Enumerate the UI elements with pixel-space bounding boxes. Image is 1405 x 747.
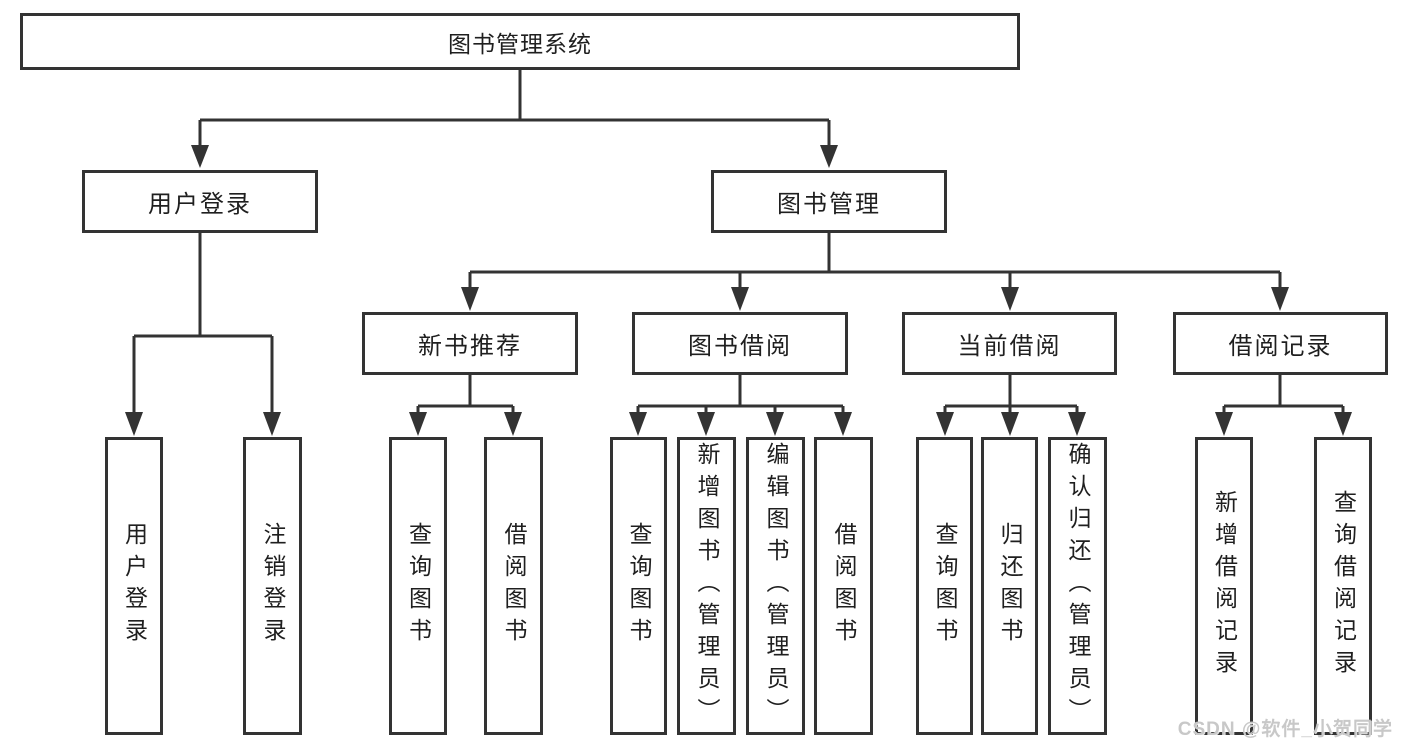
arrowhead [936,412,954,436]
arrowhead [1001,412,1019,436]
node-label: 图书管理系统 [448,30,592,57]
node-new-book-recommend: 新书推荐 [362,312,578,375]
connector-newbook-to-leaves [409,375,522,436]
node-current-borrowing: 当前借阅 [902,312,1117,375]
leaf-user-login: 用户登录 [105,437,163,735]
node-label: 用户登录 [148,191,252,218]
arrowhead [191,145,209,168]
leaf-borrow-books-2: 借阅图书 [814,437,873,735]
node-label: 借阅记录 [1228,333,1333,360]
leaf-query-books-2: 查询图书 [610,437,667,735]
arrowhead [125,412,143,436]
arrowhead [834,412,852,436]
node-label: 借阅图书 [831,522,857,650]
leaf-add-book-admin: 新增图书（管理员） [677,437,736,735]
arrowhead [697,412,715,436]
arrowhead [1215,412,1233,436]
node-book-management: 图书管理 [711,170,947,233]
arrowhead [263,412,281,436]
node-label: 新书推荐 [418,333,522,360]
node-label: 确认归还（管理员） [1065,442,1091,730]
connector-root-to-level2 [191,70,838,168]
node-label: 编辑图书（管理员） [763,442,789,730]
connector-userlogin-to-leaves [125,233,281,436]
arrowhead [461,287,479,311]
node-label: 归还图书 [997,522,1023,650]
node-label: 当前借阅 [957,333,1062,360]
node-library-system: 图书管理系统 [20,13,1020,70]
leaf-query-books-3: 查询图书 [916,437,973,735]
node-borrow-records: 借阅记录 [1173,312,1388,375]
leaf-confirm-return-admin: 确认归还（管理员） [1048,437,1107,735]
node-label: 查询借阅记录 [1330,490,1357,682]
connector-bookborrow-to-leaves [629,375,852,436]
arrowhead [1271,287,1289,311]
arrowhead [820,145,838,168]
node-label: 借阅图书 [501,522,527,650]
node-label: 查询图书 [405,522,432,650]
arrowhead [731,287,749,311]
arrowhead [766,412,784,436]
arrowhead [409,412,427,436]
arrowhead [1334,412,1352,436]
leaf-logout: 注销登录 [243,437,302,735]
node-label: 注销登录 [260,522,286,650]
connector-currentborrow-to-leaves [936,375,1086,436]
leaf-return-books: 归还图书 [981,437,1038,735]
node-label: 图书借阅 [688,333,792,360]
leaf-add-borrow-record: 新增借阅记录 [1195,437,1253,735]
arrowhead [629,412,647,436]
node-label: 新增图书（管理员） [694,442,720,730]
node-label: 查询图书 [626,522,652,650]
leaf-query-borrow-record: 查询借阅记录 [1314,437,1372,735]
watermark: CSDN @软件_小贺同学 [1177,719,1393,740]
connector-bookmgmt-to-level3 [461,233,1289,311]
arrowhead [1001,287,1019,311]
node-label: 用户登录 [121,522,148,650]
node-user-login: 用户登录 [82,170,318,233]
leaf-edit-book-admin: 编辑图书（管理员） [746,437,805,735]
leaf-query-books-1: 查询图书 [389,437,447,735]
leaf-borrow-books-1: 借阅图书 [484,437,543,735]
arrowhead [1068,412,1086,436]
node-label: 新增借阅记录 [1211,490,1238,682]
connector-borrowrecord-to-leaves [1215,375,1352,436]
node-label: 图书管理 [777,191,881,218]
arrowhead [504,412,522,436]
node-book-borrowing: 图书借阅 [632,312,848,375]
node-label: 查询图书 [932,522,958,650]
